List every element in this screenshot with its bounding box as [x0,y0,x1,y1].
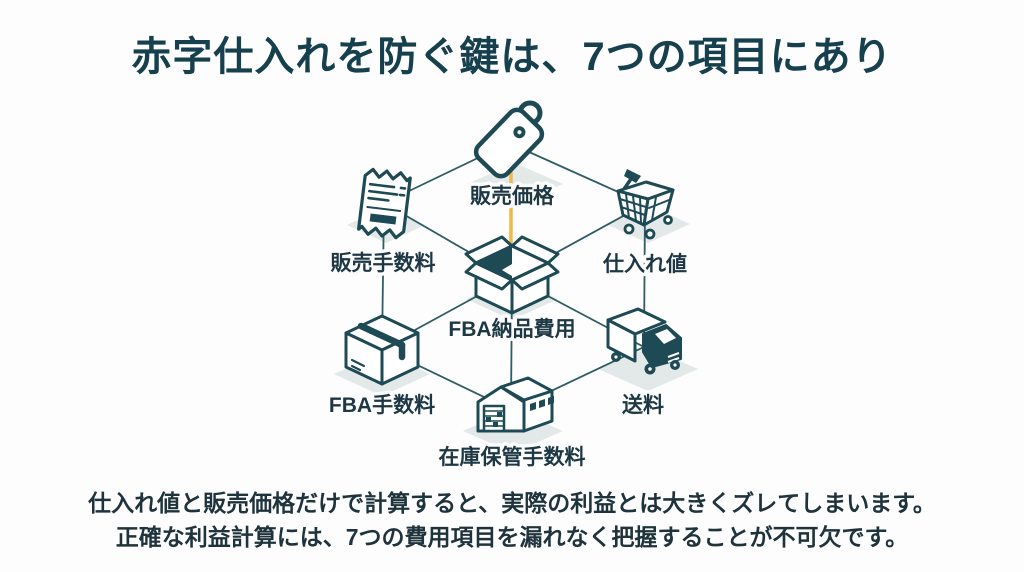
label-shipping-cost: 送料 [622,393,664,417]
footer-line-1: 仕入れ値と販売価格だけで計算すると、実際の利益とは大きくズレてしまいます。 [88,490,936,516]
open-box-icon [464,235,560,315]
price-tag-icon [473,100,545,179]
receipt-icon [357,167,412,240]
label-purchase-price: 仕入れ値 [602,252,687,276]
label-storage-fee: 在庫保管手数料 [439,445,586,469]
warehouse-icon [476,376,554,433]
footer-note: 仕入れ値と販売価格だけで計算すると、実際の利益とは大きくズレてしまいます。 正確… [0,486,1024,554]
footer-line-2: 正確な利益計算には、7つの費用項目を漏れなく把握することが不可欠です。 [115,524,909,550]
label-fba-delivery-cost: FBA納品費用 [448,317,575,341]
cart-icon [616,169,675,240]
label-sales-fee: 販売手数料 [331,252,436,275]
slide-title: 赤字仕入れを防ぐ鍵は、7つの項目にあり [131,35,893,79]
truck-icon [606,307,682,375]
label-selling-price: 販売価格 [470,184,555,208]
label-fba-fee: FBA手数料 [329,394,435,417]
sealed-box-icon [344,314,420,386]
